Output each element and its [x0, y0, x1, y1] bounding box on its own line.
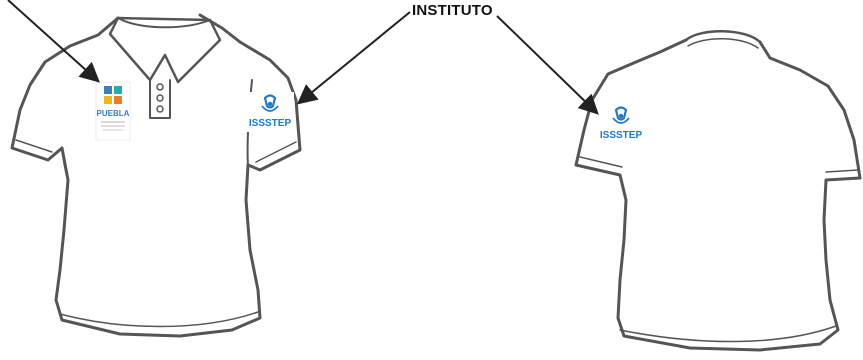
instituto-label: INSTITUTO	[412, 2, 493, 19]
issstep-logo-front: ISSSTEP	[246, 92, 294, 132]
issstep-front-text: ISSSTEP	[249, 118, 292, 129]
issstep-logo-back: ISSSTEP	[597, 104, 645, 144]
back-shirt	[574, 30, 862, 352]
arrow-to-front-sleeve	[296, 11, 411, 105]
puebla-logo-text: PUEBLA	[97, 109, 130, 118]
puebla-logo: PUEBLA	[95, 81, 131, 141]
issstep-back-text: ISSSTEP	[600, 130, 643, 141]
button-3	[156, 105, 164, 113]
button-2	[156, 94, 164, 102]
front-shirt	[10, 13, 302, 338]
button-1	[156, 83, 164, 91]
arrow-to-back-sleeve	[496, 15, 599, 115]
arrow-to-chest-logo	[7, 0, 100, 83]
